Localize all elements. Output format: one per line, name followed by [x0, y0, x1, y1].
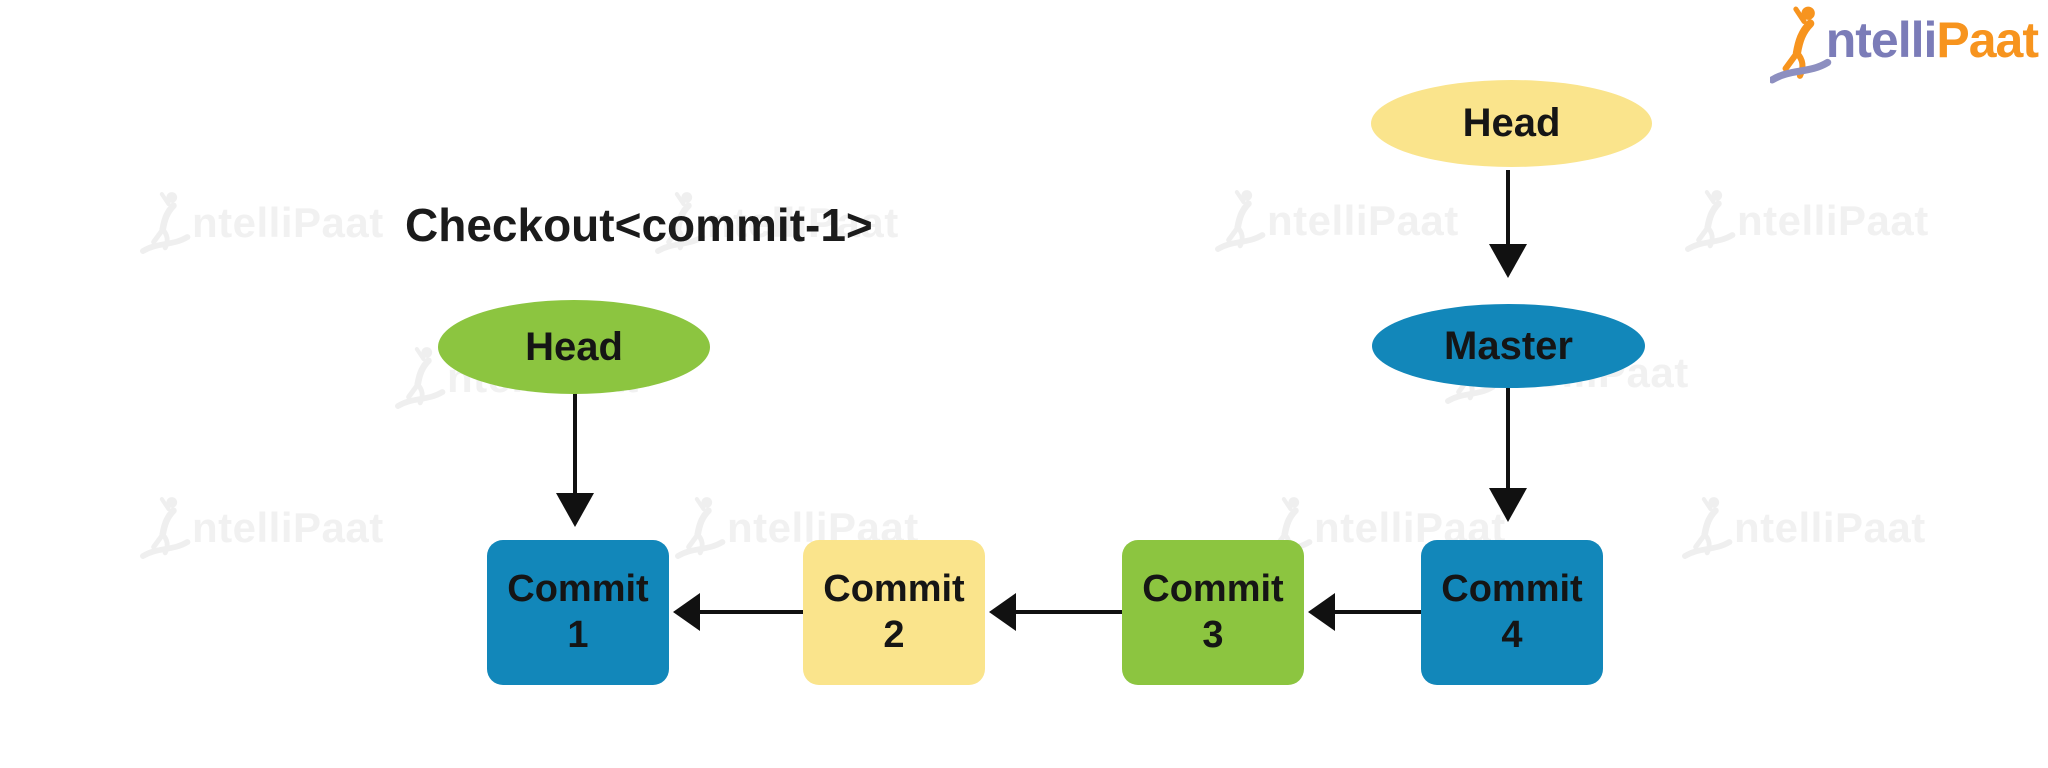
- watermark-text: ntelliPaat: [707, 199, 899, 246]
- jumping-person-icon: [140, 495, 192, 561]
- commit-1-name: Commit: [507, 567, 649, 610]
- intellipaat-watermark: ntelliPaat: [1685, 188, 1929, 254]
- watermark-text: ntelliPaat: [192, 504, 384, 551]
- commit-2-node: Commit 2: [803, 540, 985, 685]
- master-node: Master: [1372, 304, 1645, 388]
- head-node-left: Head: [438, 300, 710, 394]
- commit-1-node: Commit 1: [487, 540, 669, 685]
- jumping-person-icon: [675, 495, 727, 561]
- jumping-person-icon: [1682, 495, 1734, 561]
- arrow-commit4-to-commit3: [1308, 592, 1421, 632]
- watermark-text: ntelliPaat: [1737, 197, 1929, 244]
- arrow-shaft: [1335, 610, 1421, 614]
- arrow-head-down-icon: [1489, 488, 1527, 522]
- commit-2-name: Commit: [823, 567, 965, 610]
- caption-checkout-commit-1: Checkout<commit-1>: [405, 199, 873, 251]
- logo-text-primary: ntelli: [1825, 12, 1938, 68]
- arrow-master-to-commit4: [1488, 388, 1528, 522]
- arrow-commit2-to-commit1: [673, 592, 803, 632]
- commit-1-number: 1: [567, 613, 589, 656]
- intellipaat-watermark: ntelliPaat: [1682, 495, 1926, 561]
- arrow-shaft: [1506, 170, 1510, 244]
- head-node-right: Head: [1371, 80, 1652, 167]
- jumping-person-icon: [140, 190, 192, 256]
- jumping-person-icon: [1215, 188, 1267, 254]
- master-node-label: Master: [1444, 323, 1573, 368]
- arrow-head-down-icon: [556, 493, 594, 527]
- intellipaat-watermark: ntelliPaat: [140, 190, 384, 256]
- intellipaat-watermark: ntelliPaat: [1215, 188, 1459, 254]
- watermark-text: ntelliPaat: [1734, 504, 1926, 551]
- arrow-shaft: [700, 610, 803, 614]
- arrow-head-to-master: [1488, 170, 1528, 278]
- jumping-person-icon: [1685, 188, 1737, 254]
- commit-3-number: 3: [1202, 613, 1224, 656]
- logo-text-secondary: Paat: [1936, 12, 2039, 68]
- commit-4-number: 4: [1501, 613, 1523, 656]
- commit-3-node: Commit 3: [1122, 540, 1304, 685]
- commit-3-name: Commit: [1142, 567, 1284, 610]
- jumping-person-icon: [1770, 4, 1832, 86]
- commit-4-node: Commit 4: [1421, 540, 1603, 685]
- arrow-head-down-icon: [1489, 244, 1527, 278]
- intellipaat-watermark: ntelliPaat: [140, 495, 384, 561]
- arrow-shaft: [1506, 388, 1510, 488]
- intellipaat-watermark: ntelliPaat: [655, 190, 899, 256]
- intellipaat-logo: ntelliPaat: [1770, 4, 2039, 86]
- head-node-right-label: Head: [1462, 101, 1561, 145]
- watermark-text: ntelliPaat: [1267, 197, 1459, 244]
- commit-4-name: Commit: [1441, 567, 1583, 610]
- head-node-left-label: Head: [525, 324, 623, 369]
- watermark-text: ntelliPaat: [192, 199, 384, 246]
- arrow-commit3-to-commit2: [989, 592, 1122, 632]
- arrow-head-left-icon: [989, 593, 1016, 631]
- arrow-head-to-commit1: [555, 393, 595, 527]
- arrow-shaft: [573, 393, 577, 493]
- arrow-head-left-icon: [673, 593, 700, 631]
- arrow-shaft: [1016, 610, 1122, 614]
- commit-2-number: 2: [883, 613, 905, 656]
- arrow-head-left-icon: [1308, 593, 1335, 631]
